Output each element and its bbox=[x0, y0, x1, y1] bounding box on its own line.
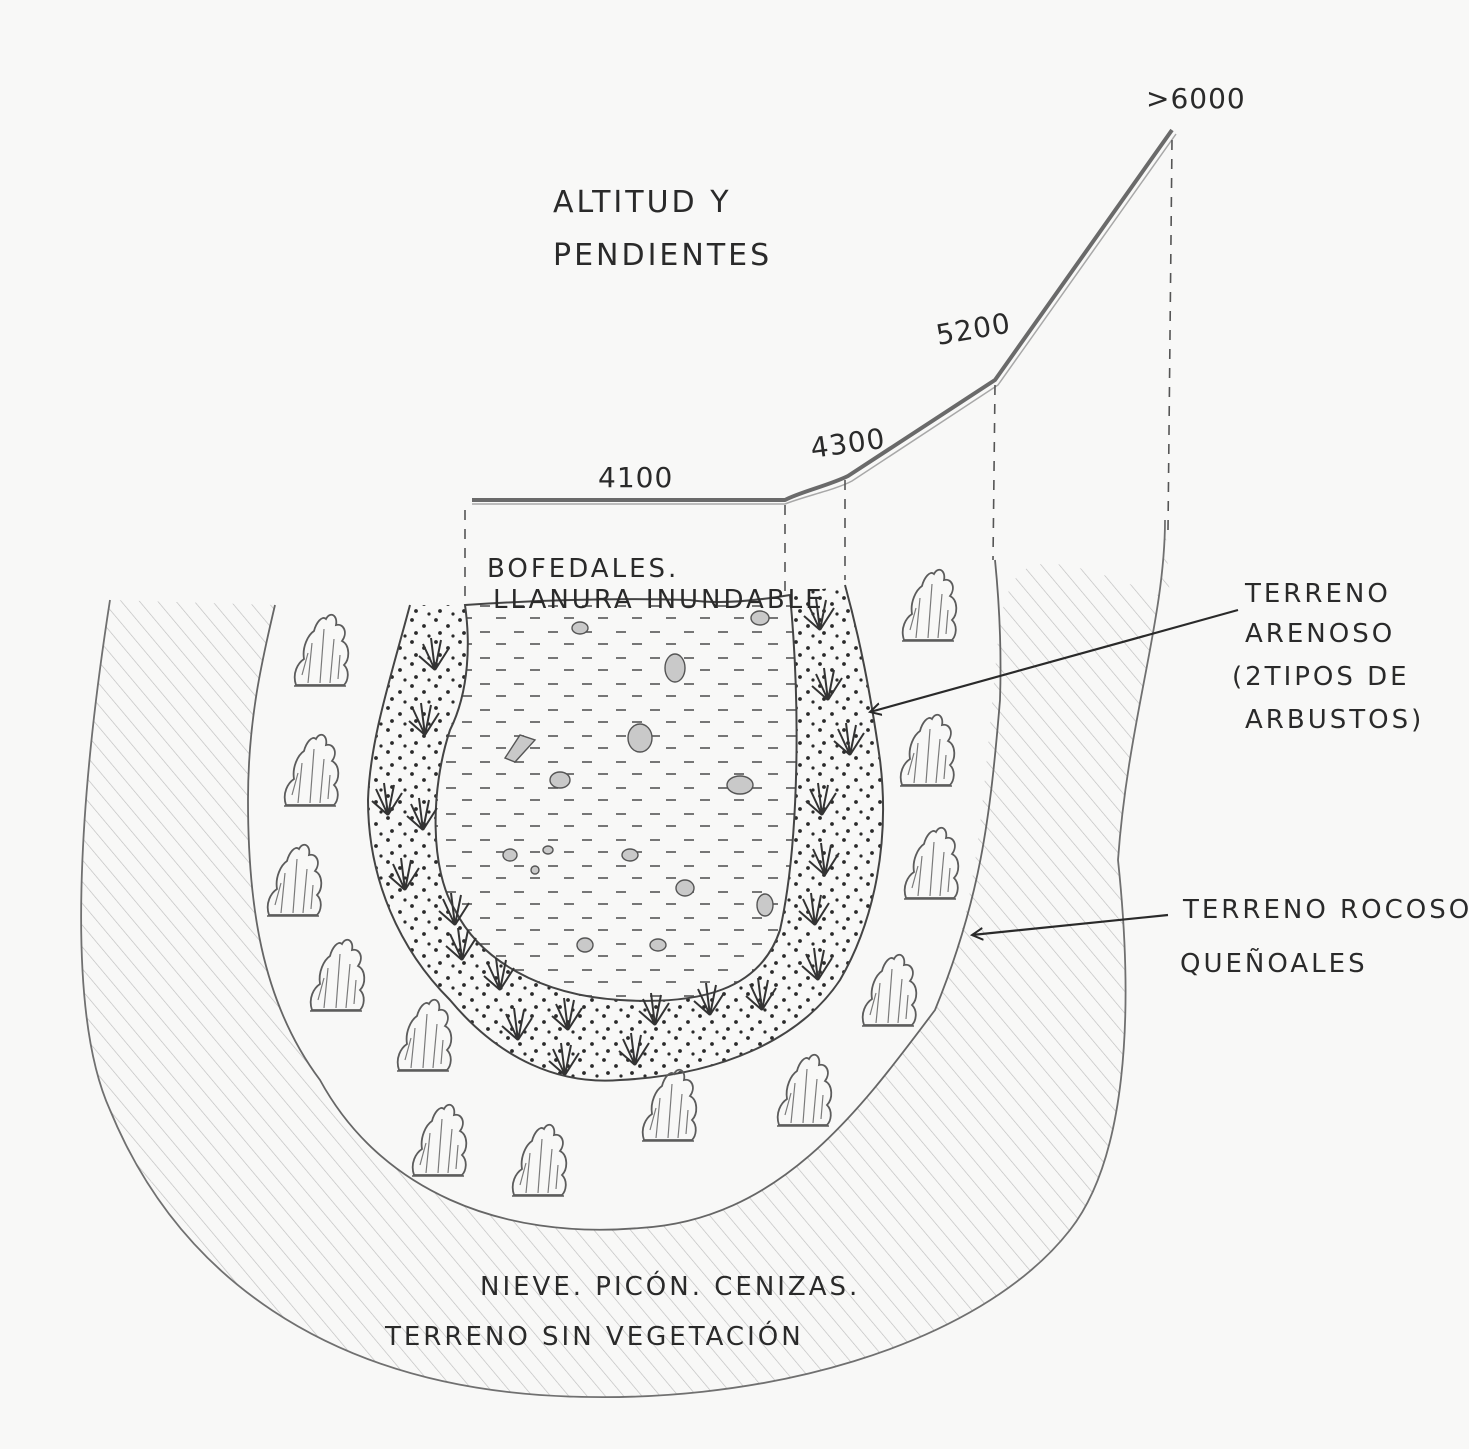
nieve-line-2: TERRENO SIN VEGETACIÓN bbox=[384, 1320, 804, 1352]
bofedales-line-1: BOFEDALES. bbox=[487, 554, 679, 584]
arrow-rocky bbox=[972, 913, 1169, 935]
title-line-1: ALTITUD Y bbox=[553, 185, 732, 220]
rocky-zone-outline bbox=[247, 559, 1002, 1231]
altitude-profile-line bbox=[472, 128, 1174, 502]
snow-zone-outline bbox=[80, 519, 1166, 1398]
arenoso-line-3: (2TIPOS DE bbox=[1232, 662, 1410, 692]
bofedales-line-2: LLANURA INUNDABLE bbox=[493, 585, 825, 615]
altitude-6000: >6000 bbox=[1146, 82, 1246, 115]
altitude-profile-shadow bbox=[472, 133, 1177, 505]
title-line-2: PENDIENTES bbox=[553, 238, 772, 273]
arenoso-line-1: TERRENO bbox=[1244, 579, 1391, 609]
snow-zone-hatch bbox=[81, 520, 1171, 1398]
wetland-stones bbox=[502, 610, 774, 953]
altitude-5200: 5200 bbox=[933, 306, 1013, 352]
rocoso-line-1: TERRENO ROCOSO. bbox=[1182, 895, 1469, 925]
sandy-zone-outer-edge bbox=[366, 584, 885, 1082]
arenoso-line-4: ARBUSTOS) bbox=[1245, 705, 1424, 735]
arrow-sandy bbox=[870, 608, 1239, 712]
nieve-line-1: NIEVE. PICÓN. CENIZAS. bbox=[480, 1270, 860, 1302]
rocoso-line-2: QUEÑOALES bbox=[1180, 947, 1368, 979]
wetland-zone bbox=[434, 593, 798, 1002]
sandy-zone bbox=[368, 585, 884, 1081]
projection-lines bbox=[464, 139, 1173, 600]
altitude-4100: 4100 bbox=[598, 461, 673, 494]
arenoso-line-2: ARENOSO bbox=[1245, 619, 1395, 649]
